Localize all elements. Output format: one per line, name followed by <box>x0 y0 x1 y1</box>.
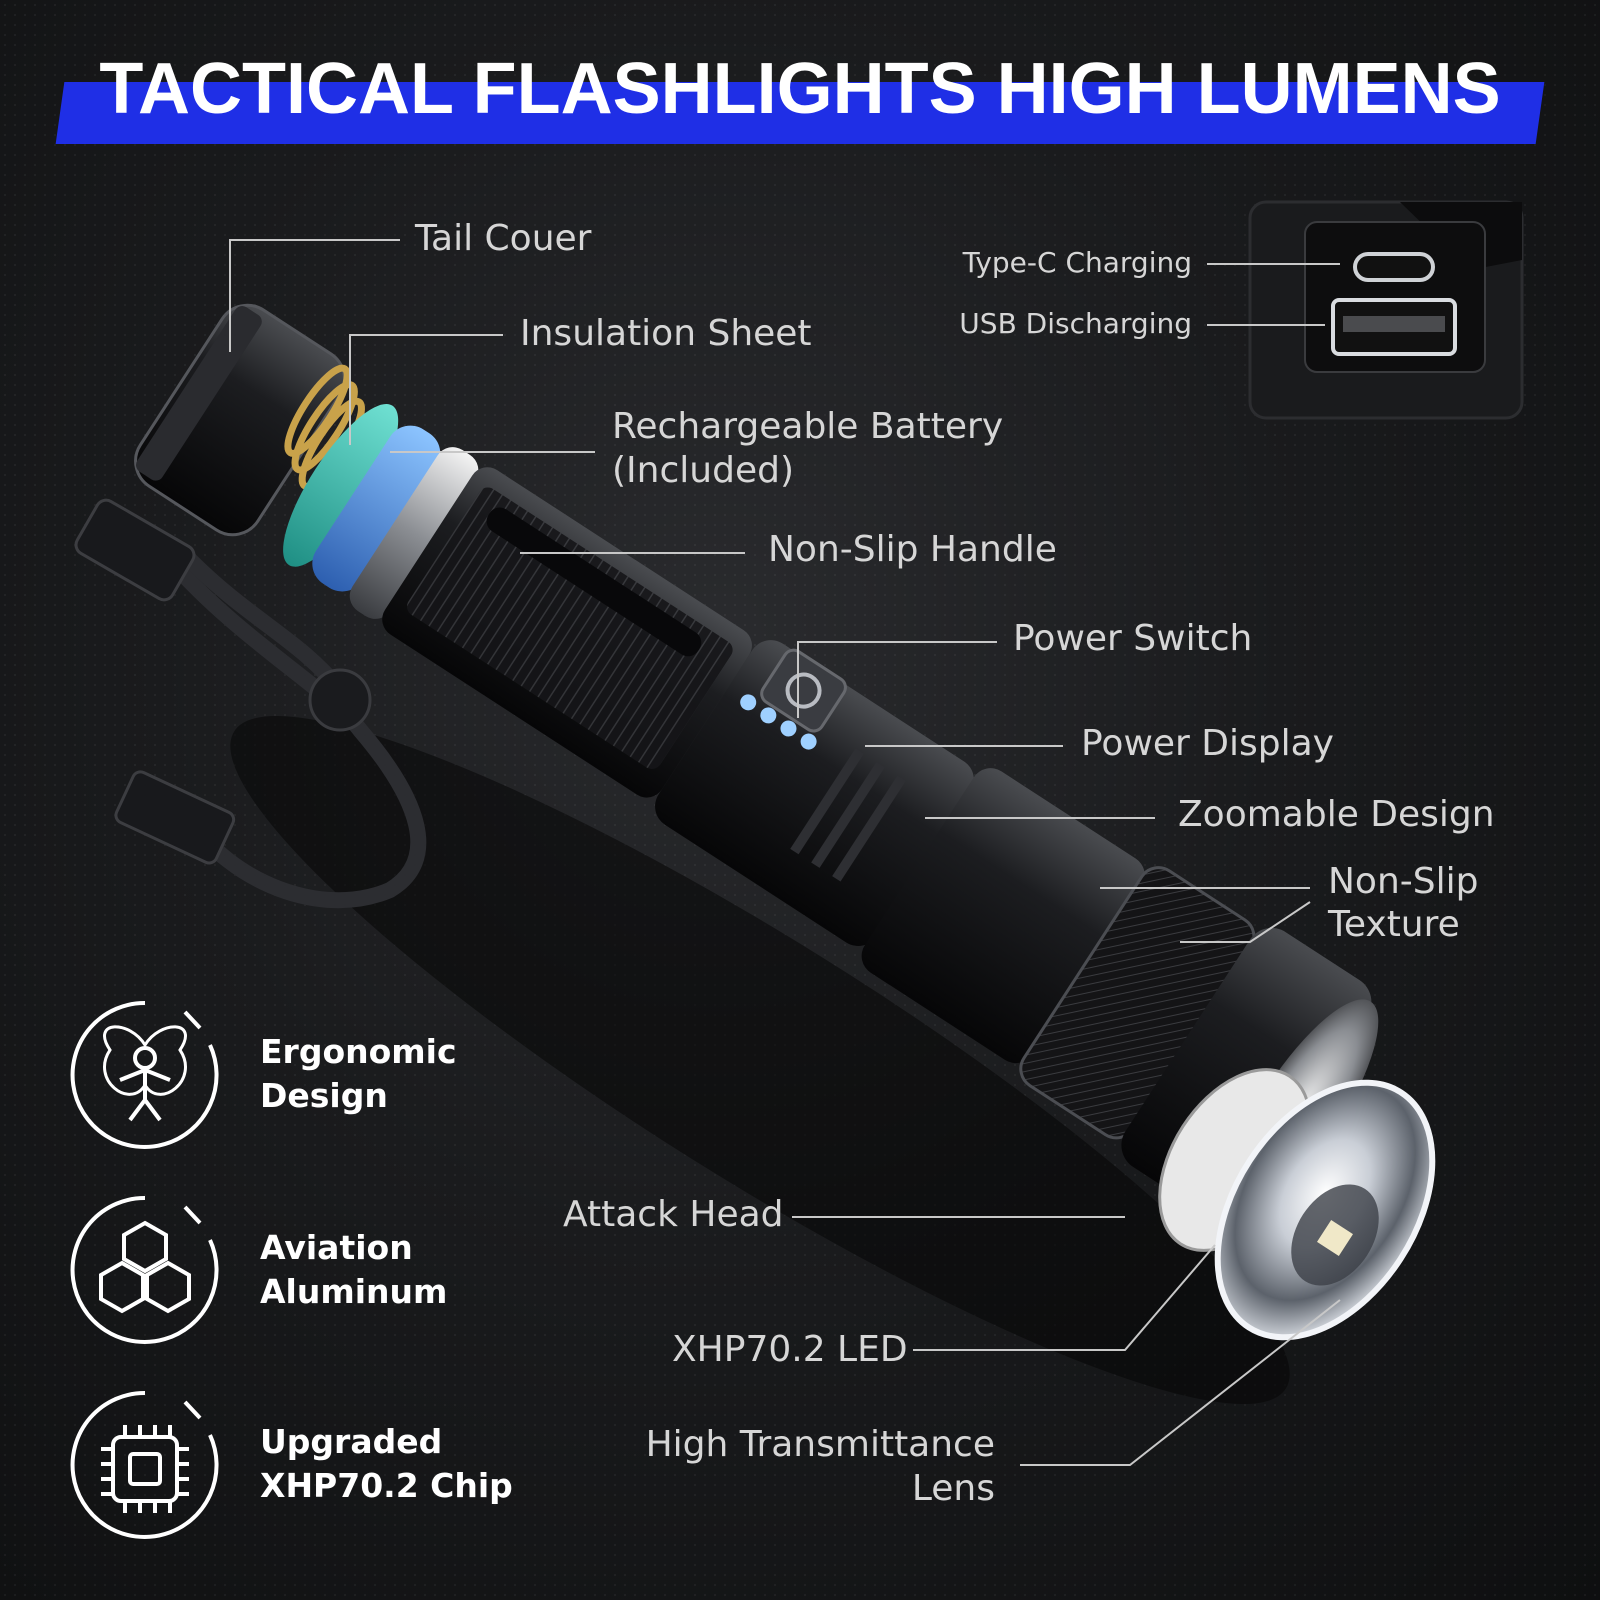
label-power-display: Power Display <box>1081 723 1334 764</box>
page-title: TACTICAL FLASHLIGHTS HIGH LUMENS <box>99 49 1501 129</box>
feature-aviation: Aviation Aluminum <box>260 1226 447 1314</box>
label-attack-head: Attack Head <box>563 1194 784 1235</box>
insulation-sheet <box>283 404 399 567</box>
power-indicator <box>740 694 817 750</box>
label-lens-line1: High Transmittance <box>645 1424 995 1465</box>
label-power-switch: Power Switch <box>1013 618 1253 659</box>
label-battery-line2: (Included) <box>612 450 794 491</box>
label-texture-line2: Texture <box>1328 904 1460 945</box>
label-zoomable-design: Zoomable Design <box>1178 794 1495 835</box>
hexagon-cluster-icon <box>70 1195 219 1344</box>
leader-texture-2 <box>1180 901 1311 943</box>
feature-aviation-line1: Aviation <box>260 1228 413 1267</box>
chip-icon <box>70 1390 219 1539</box>
leader-lens <box>1020 1299 1341 1466</box>
switch-section <box>655 640 974 947</box>
label-tail-cover: Tail Couer <box>415 218 592 259</box>
feature-chip-line1: Upgraded <box>260 1422 443 1461</box>
feature-ergonomic-line1: Ergonomic <box>260 1032 457 1071</box>
leader-tail-cover <box>229 239 400 352</box>
battery-ring <box>312 425 441 592</box>
label-battery-line1: Rechargeable Battery <box>612 406 1004 447</box>
lanyard-stopper <box>308 668 372 732</box>
leader-insulation <box>349 334 503 445</box>
leader-led <box>913 1244 1216 1351</box>
leader-lines <box>229 239 1341 1466</box>
label-insulation-sheet: Insulation Sheet <box>520 313 812 354</box>
type-c-port <box>1353 252 1435 282</box>
lanyard-clip <box>74 498 196 602</box>
label-lens-line2: Lens <box>911 1468 995 1509</box>
feature-chip: Upgraded XHP70.2 Chip <box>260 1420 513 1508</box>
feature-ergonomic: Ergonomic Design <box>260 1030 457 1118</box>
label-type-c-charging: Type-C Charging <box>962 246 1192 279</box>
feature-aviation-line2: Aluminum <box>260 1272 448 1311</box>
label-texture-line1: Non-Slip <box>1328 861 1479 902</box>
feature-chip-line2: XHP70.2 Chip <box>260 1466 513 1505</box>
label-led: XHP70.2 LED <box>672 1329 908 1370</box>
ports-inset <box>1248 200 1524 420</box>
label-non-slip-handle: Non-Slip Handle <box>768 529 1057 570</box>
body-metal-ring <box>349 447 479 619</box>
label-usb-discharging: USB Discharging <box>959 307 1192 340</box>
feature-ergonomic-line2: Design <box>260 1076 388 1115</box>
power-switch-button <box>760 648 847 733</box>
lanyard-end <box>114 770 236 865</box>
leader-power-switch <box>797 641 997 718</box>
floor-shadow <box>230 716 1290 1404</box>
ergonomic-icon <box>70 1000 219 1149</box>
